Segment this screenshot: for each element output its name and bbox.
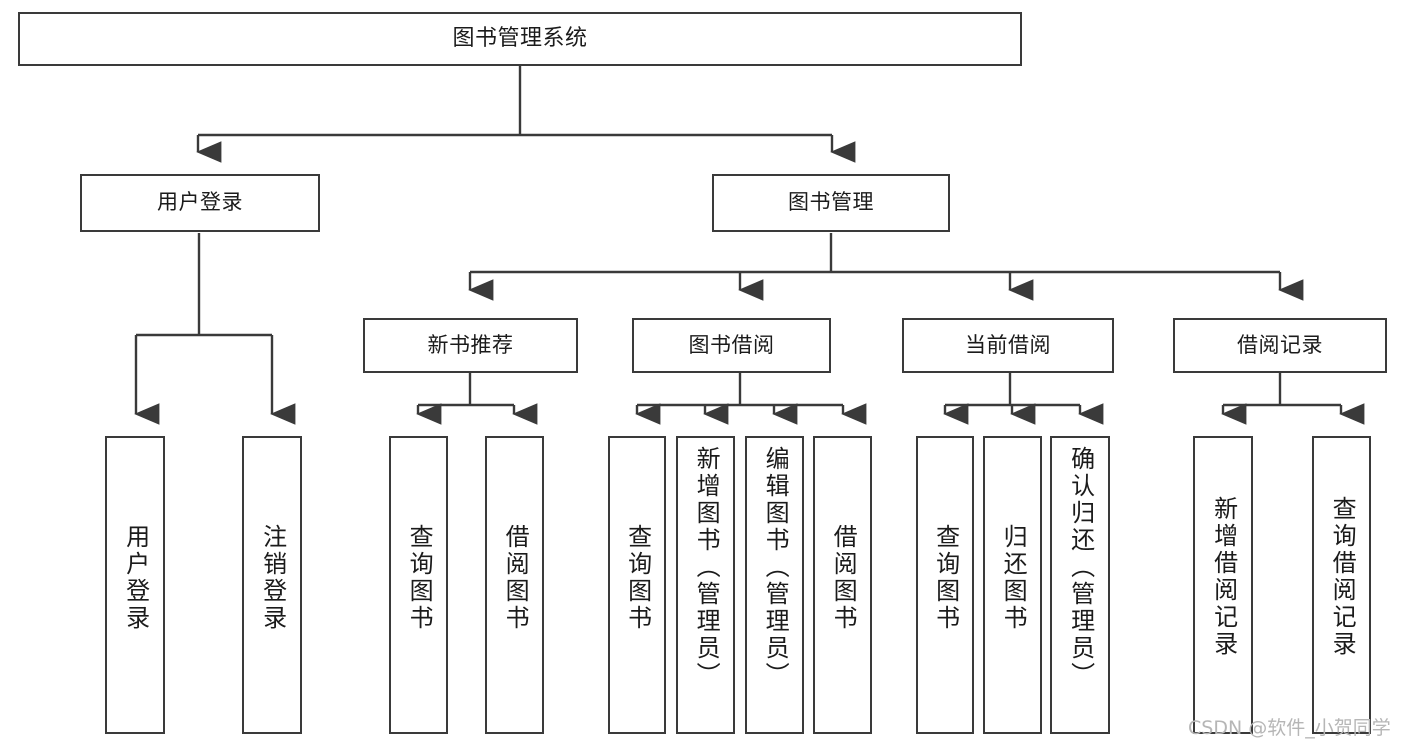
leaf-bookborrow-add-book-label: 新增图书（管理员） (692, 446, 721, 689)
leaf-newbook-borrow-book-label: 借阅图书 (501, 524, 530, 632)
leaf-currentborrow-confirm-return[interactable]: 确认归还（管理员） (1050, 436, 1110, 734)
leaf-newbook-query-book-label: 查询图书 (405, 524, 434, 632)
leaf-bookborrow-edit-book-label: 编辑图书（管理员） (761, 446, 790, 689)
node-book-management[interactable]: 图书管理 (712, 174, 950, 232)
node-root-label: 图书管理系统 (452, 25, 588, 51)
leaf-newbook-query-book[interactable]: 查询图书 (389, 436, 448, 734)
node-user-login[interactable]: 用户登录 (80, 174, 320, 232)
leaf-bookborrow-add-book[interactable]: 新增图书（管理员） (676, 436, 735, 734)
node-user-login-label: 用户登录 (157, 190, 243, 215)
node-borrow-record-label: 借阅记录 (1237, 332, 1323, 357)
leaf-borrowrecord-add-record[interactable]: 新增借阅记录 (1193, 436, 1253, 734)
node-root[interactable]: 图书管理系统 (18, 12, 1022, 66)
node-new-book-recommend[interactable]: 新书推荐 (363, 318, 578, 373)
leaf-bookborrow-borrow-book-label: 借阅图书 (829, 524, 858, 632)
leaf-currentborrow-confirm-return-label: 确认归还（管理员） (1066, 446, 1095, 689)
leaf-newbook-borrow-book[interactable]: 借阅图书 (485, 436, 544, 734)
leaf-currentborrow-query-book-label: 查询图书 (931, 524, 960, 632)
leaf-borrowrecord-query-record-label: 查询借阅记录 (1328, 496, 1357, 658)
leaf-logout-label: 注销登录 (258, 524, 287, 632)
leaf-borrowrecord-add-record-label: 新增借阅记录 (1209, 496, 1238, 658)
leaf-bookborrow-edit-book[interactable]: 编辑图书（管理员） (745, 436, 804, 734)
leaf-user-login[interactable]: 用户登录 (105, 436, 165, 734)
node-borrow-record[interactable]: 借阅记录 (1173, 318, 1387, 373)
leaf-borrowrecord-query-record[interactable]: 查询借阅记录 (1312, 436, 1371, 734)
leaf-bookborrow-query-book[interactable]: 查询图书 (608, 436, 666, 734)
leaf-bookborrow-query-book-label: 查询图书 (623, 524, 652, 632)
node-book-management-label: 图书管理 (788, 190, 874, 215)
leaf-currentborrow-query-book[interactable]: 查询图书 (916, 436, 974, 734)
leaf-logout[interactable]: 注销登录 (242, 436, 302, 734)
leaf-currentborrow-return-book[interactable]: 归还图书 (983, 436, 1042, 734)
leaf-currentborrow-return-book-label: 归还图书 (999, 524, 1028, 632)
node-current-borrow[interactable]: 当前借阅 (902, 318, 1114, 373)
node-book-borrow-label: 图书借阅 (688, 332, 775, 357)
node-new-book-recommend-label: 新书推荐 (427, 332, 514, 357)
leaf-user-login-label: 用户登录 (121, 524, 150, 632)
csdn-watermark: CSDN @软件_小贺同学 (1188, 717, 1391, 739)
node-current-borrow-label: 当前借阅 (965, 332, 1051, 357)
node-book-borrow[interactable]: 图书借阅 (632, 318, 831, 373)
leaf-bookborrow-borrow-book[interactable]: 借阅图书 (813, 436, 872, 734)
